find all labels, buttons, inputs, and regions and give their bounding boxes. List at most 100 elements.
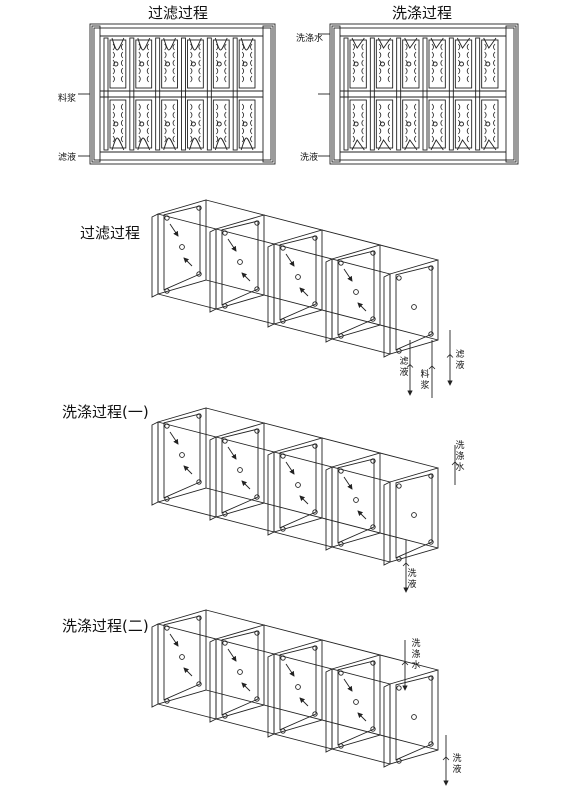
tie-rod [205, 279, 439, 341]
section1-title: 过滤过程 [80, 224, 141, 242]
cloth-coil [172, 43, 175, 51]
section2-title: 洗涤过程(一) [62, 403, 149, 421]
cloth-coil [216, 43, 219, 51]
flow-arrow [241, 682, 251, 692]
center-port [237, 467, 243, 473]
s1-filtrate-right-label: 滤液 [455, 350, 465, 371]
cloth-coil [138, 67, 141, 75]
filtrate-flow [163, 137, 176, 151]
cloth-coil [361, 75, 364, 83]
cloth-coil [112, 43, 115, 51]
corner-hole [396, 556, 402, 562]
cloth-coil [440, 75, 443, 83]
plate-divider [103, 37, 109, 151]
cloth-coil [379, 111, 382, 119]
cloth-coil [458, 135, 461, 143]
s2-wash-liquid-label: 洗液 [407, 569, 417, 590]
corner-hole [280, 728, 286, 734]
wash-flow [430, 139, 444, 151]
corner-hole [222, 438, 228, 444]
tie-rod [157, 293, 391, 355]
cloth-coil [466, 67, 469, 75]
washing-title: 洗涤过程 [392, 4, 453, 22]
flow-port [459, 61, 464, 67]
wash-flow [377, 139, 392, 151]
corner-hole [312, 645, 318, 651]
filter-chamber [454, 99, 473, 149]
plate-edge [209, 436, 217, 521]
center-port [411, 714, 417, 720]
filtrate-flow [111, 37, 125, 51]
filter-chamber [349, 39, 367, 89]
plate-inner-frame [279, 235, 317, 321]
cloth-coil [387, 43, 390, 51]
cloth-coil [224, 75, 227, 83]
cloth-coil [431, 127, 434, 135]
flow-arrow [241, 480, 251, 490]
cloth-coil [112, 135, 115, 143]
center-port [179, 452, 185, 458]
flow-arrow [357, 510, 367, 520]
plate-divider [422, 37, 428, 151]
cloth-coil [466, 51, 469, 59]
cloth-coil [190, 43, 193, 51]
corner-hole [222, 713, 228, 719]
cloth-coil [379, 67, 382, 75]
cloth-coil [198, 59, 201, 67]
cloth-coil [241, 43, 245, 51]
filtrate-flow [111, 137, 125, 151]
cloth-coil [112, 51, 115, 59]
flow-port [242, 61, 248, 67]
corner-hole [254, 494, 260, 500]
corner-hole [370, 250, 376, 256]
cloth-coil [458, 51, 461, 59]
flow-arrow [169, 431, 179, 445]
flow-port [139, 121, 145, 127]
s2-wash-water-label: 洗涤水 [455, 441, 465, 473]
flow-port [139, 61, 145, 67]
cloth-coil [405, 127, 408, 135]
s1-slurry-label: 料浆 [420, 370, 430, 391]
flow-port [353, 121, 359, 127]
cloth-coil [466, 43, 469, 51]
cloth-coil [484, 127, 487, 135]
end-plate [262, 25, 274, 163]
corner-hole [254, 428, 260, 434]
filter-chamber [187, 99, 204, 149]
filtrate-label: 滤液 [58, 153, 77, 163]
cloth-coil [379, 127, 382, 135]
center-port [295, 274, 301, 280]
cloth-coil [379, 103, 382, 111]
slurry-label: 料浆 [58, 94, 77, 104]
press-frame [329, 23, 519, 165]
cloth-coil [138, 51, 141, 59]
cloth-coil [146, 67, 149, 75]
cloth-coil [190, 75, 193, 83]
cloth-coil [224, 127, 227, 135]
plate-inner-frame [395, 265, 433, 351]
filtrate-flow [189, 137, 202, 151]
cloth-coil [387, 67, 390, 75]
cloth-coil [387, 51, 390, 59]
cloth-coil [484, 75, 487, 83]
filter-chamber [187, 39, 204, 89]
filtrate-flow [163, 37, 176, 51]
corner-hole [196, 271, 202, 277]
cloth-coil [241, 127, 245, 135]
corner-hole [370, 524, 376, 530]
cloth-coil [414, 67, 417, 75]
wash-flow [483, 139, 497, 151]
cloth-coil [146, 135, 149, 143]
corner-hole [370, 726, 376, 732]
press-frame [89, 23, 276, 165]
plate-inner-frame [163, 413, 201, 499]
cloth-coil [440, 127, 443, 135]
corner-hole [338, 333, 344, 339]
end-plate [331, 25, 341, 163]
cloth-coil [224, 59, 227, 67]
filter-chamber [481, 39, 499, 89]
cloth-coil [431, 67, 434, 75]
cloth-coil [352, 43, 355, 51]
corner-hole [196, 413, 202, 419]
plate-edge [325, 258, 333, 343]
